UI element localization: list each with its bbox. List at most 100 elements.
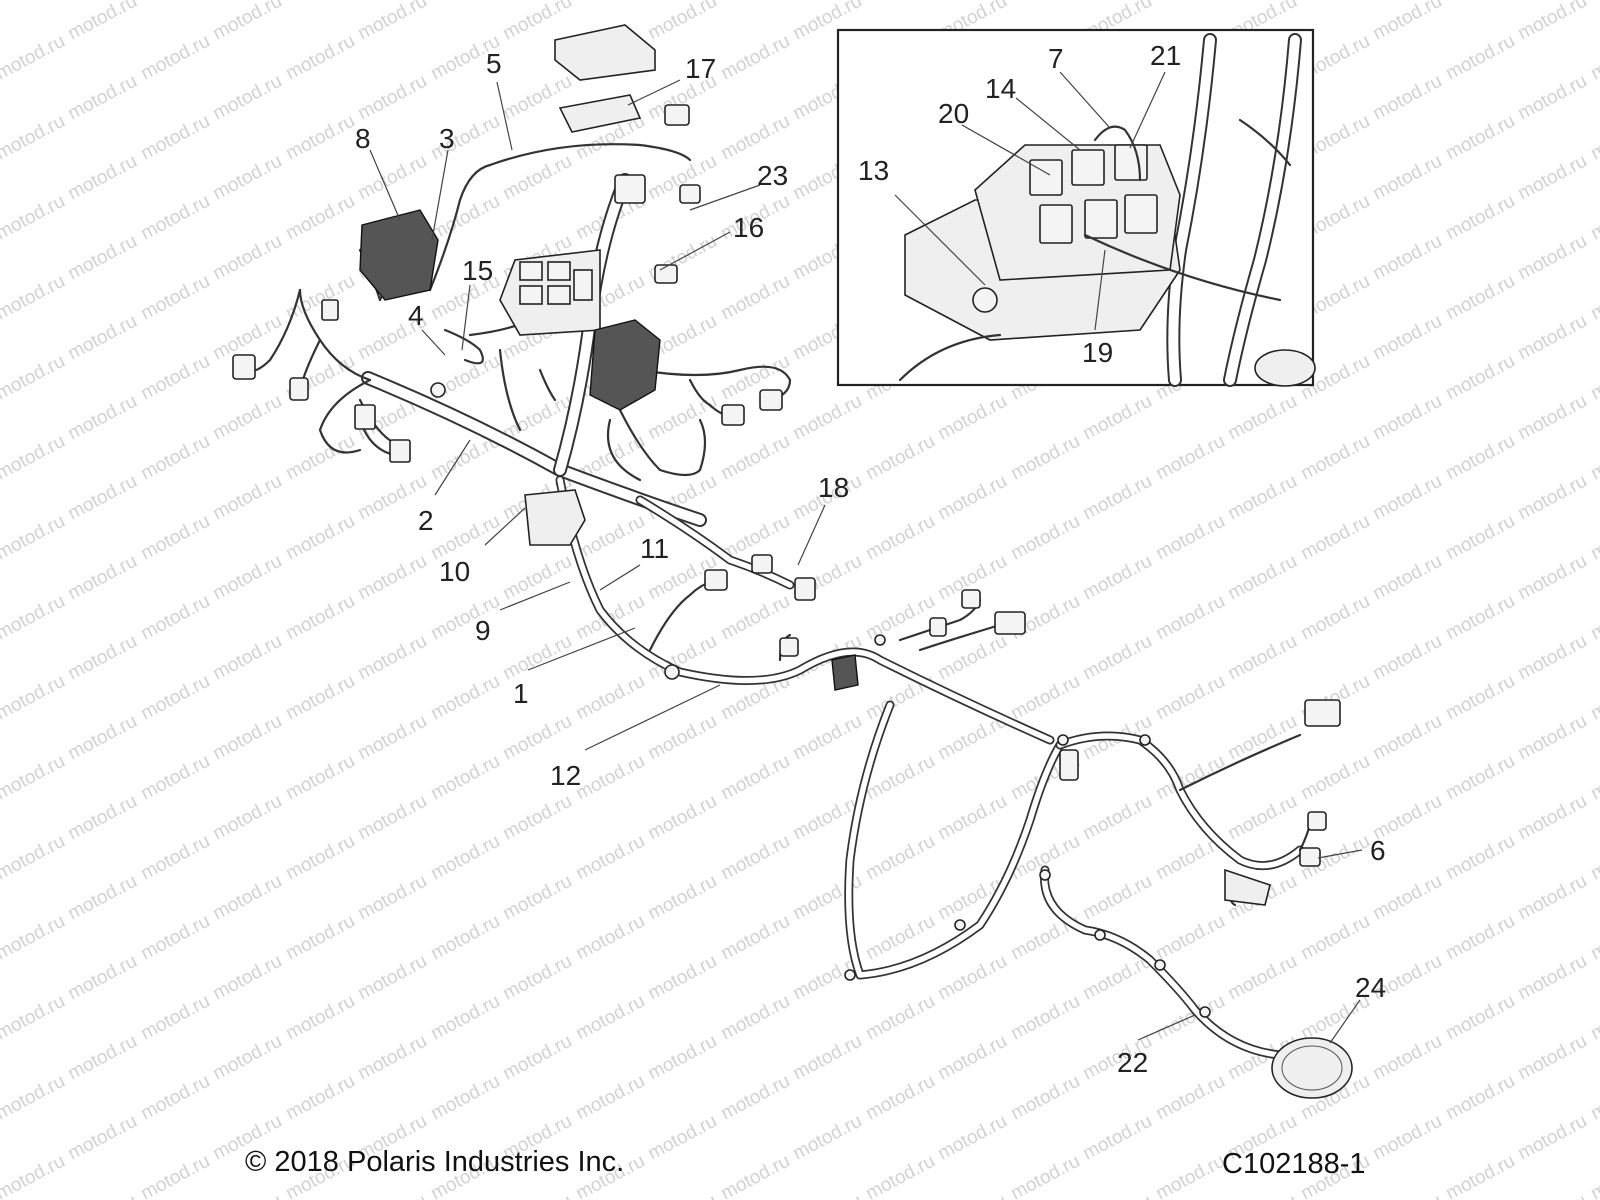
- watermark-text: motod.ru: [934, 631, 1010, 685]
- watermark-text: motod.ru: [644, 1111, 720, 1165]
- watermark-text: motod.ru: [1514, 471, 1590, 525]
- watermark-text: motod.ru: [934, 1031, 1010, 1085]
- watermark-text: motod.ru: [717, 591, 793, 645]
- watermark-text: motod.ru: [0, 831, 69, 885]
- watermark-text: motod.ru: [427, 751, 503, 805]
- watermark-text: motod.ru: [282, 271, 358, 325]
- watermark-text: motod.ru: [1442, 511, 1518, 565]
- bracket-lower-right: [1224, 868, 1271, 906]
- watermark-text: motod.ru: [499, 1191, 575, 1200]
- watermark-text: motod.ru: [64, 1031, 140, 1085]
- watermark-text: motod.ru: [1079, 551, 1155, 605]
- watermark-text: motod.ru: [209, 631, 285, 685]
- connector-top-2: [614, 174, 646, 204]
- watermark-text: motod.ru: [1442, 431, 1518, 485]
- watermark-text: motod.ru: [1079, 631, 1155, 685]
- watermark-text: motod.ru: [1369, 71, 1445, 125]
- watermark-text: motod.ru: [1297, 0, 1373, 4]
- watermark-text: motod.ru: [282, 0, 358, 4]
- connector-left-5: [389, 439, 411, 463]
- watermark-text: motod.ru: [644, 1031, 720, 1085]
- watermark-text: motod.ru: [1514, 231, 1590, 285]
- watermark-text: motod.ru: [0, 591, 69, 645]
- watermark-text: motod.ru: [1442, 991, 1518, 1045]
- part-24-round-device: [1271, 1037, 1353, 1099]
- watermark-text: motod.ru: [572, 0, 648, 4]
- watermark-text: motod.ru: [209, 871, 285, 925]
- watermark-text: motod.ru: [499, 1031, 575, 1085]
- watermark-text: motod.ru: [64, 951, 140, 1005]
- watermark-text: motod.ru: [1587, 0, 1600, 4]
- watermark-text: motod.ru: [354, 551, 430, 605]
- clip-4: [1154, 959, 1166, 971]
- watermark-text: motod.ru: [717, 831, 793, 885]
- clip-1: [844, 969, 856, 981]
- watermark-text: motod.ru: [1587, 991, 1600, 1045]
- watermark-text: motod.ru: [1369, 0, 1445, 44]
- watermark-text: motod.ru: [1587, 431, 1600, 485]
- watermark-text: motod.ru: [354, 0, 430, 44]
- connector-mid-2: [831, 654, 859, 691]
- fuse-box: [499, 249, 601, 336]
- watermark-text: motod.ru: [0, 911, 69, 965]
- watermark-text: motod.ru: [862, 991, 938, 1045]
- watermark-text: motod.ru: [64, 231, 140, 285]
- watermark-text: motod.ru: [0, 511, 69, 565]
- watermark-text: motod.ru: [644, 0, 720, 44]
- watermark-text: motod.ru: [282, 911, 358, 965]
- watermark-text: motod.ru: [354, 871, 430, 925]
- watermark-text: motod.ru: [1442, 751, 1518, 805]
- watermark-text: motod.ru: [1007, 671, 1083, 725]
- watermark-text: motod.ru: [1079, 471, 1155, 525]
- watermark-text: motod.ru: [1587, 31, 1600, 85]
- watermark-text: motod.ru: [1152, 1071, 1228, 1125]
- watermark-text: motod.ru: [1442, 31, 1518, 85]
- watermark-text: motod.ru: [1514, 871, 1590, 925]
- watermark-text: motod.ru: [209, 391, 285, 445]
- watermark-text: motod.ru: [934, 391, 1010, 445]
- connector-mid-3: [929, 617, 947, 637]
- watermark-text: motod.ru: [1442, 0, 1518, 4]
- connector-16: [654, 264, 678, 284]
- watermark-text: motod.ru: [209, 151, 285, 205]
- watermark-text: motod.ru: [1514, 551, 1590, 605]
- watermark-text: motod.ru: [282, 511, 358, 565]
- watermark-text: motod.ru: [0, 671, 69, 725]
- watermark-text: motod.ru: [1007, 1071, 1083, 1125]
- watermark-text: motod.ru: [1514, 791, 1590, 845]
- watermark-text: motod.ru: [1514, 1191, 1590, 1200]
- connector-right-2: [721, 404, 745, 426]
- watermark-text: motod.ru: [137, 751, 213, 805]
- watermark-text: motod.ru: [64, 311, 140, 365]
- watermark-text: motod.ru: [499, 551, 575, 605]
- connector-left-4: [354, 404, 376, 430]
- watermark-text: motod.ru: [1587, 111, 1600, 165]
- watermark-text: motod.ru: [427, 591, 503, 645]
- watermark-text: motod.ru: [1369, 1111, 1445, 1165]
- watermark-text: motod.ru: [0, 0, 69, 4]
- watermark-text: motod.ru: [1079, 391, 1155, 445]
- watermark-text: motod.ru: [1442, 671, 1518, 725]
- watermark-text: motod.ru: [1224, 711, 1300, 765]
- watermark-text: motod.ru: [1079, 871, 1155, 925]
- watermark-text: motod.ru: [282, 1071, 358, 1125]
- copyright-notice: © 2018 Polaris Industries Inc.: [245, 1146, 625, 1178]
- watermark-text: motod.ru: [137, 271, 213, 325]
- watermark-text: motod.ru: [1442, 271, 1518, 325]
- watermark-text: motod.ru: [1514, 711, 1590, 765]
- watermark-text: motod.ru: [1369, 311, 1445, 365]
- watermark-text: motod.ru: [1369, 551, 1445, 605]
- fuse-box-cover: [554, 24, 656, 133]
- watermark-text: motod.ru: [64, 1111, 140, 1165]
- watermark-text: motod.ru: [1079, 1111, 1155, 1165]
- watermark-text: motod.ru: [64, 391, 140, 445]
- callout-15: 15: [462, 255, 493, 286]
- watermark-text: motod.ru: [282, 831, 358, 885]
- callout-5: 5: [486, 48, 502, 79]
- watermark-text: motod.ru: [137, 831, 213, 885]
- watermark-text: motod.ru: [137, 431, 213, 485]
- watermark-text: motod.ru: [282, 191, 358, 245]
- watermark-text: motod.ru: [1297, 911, 1373, 965]
- connector-left-3: [321, 299, 339, 321]
